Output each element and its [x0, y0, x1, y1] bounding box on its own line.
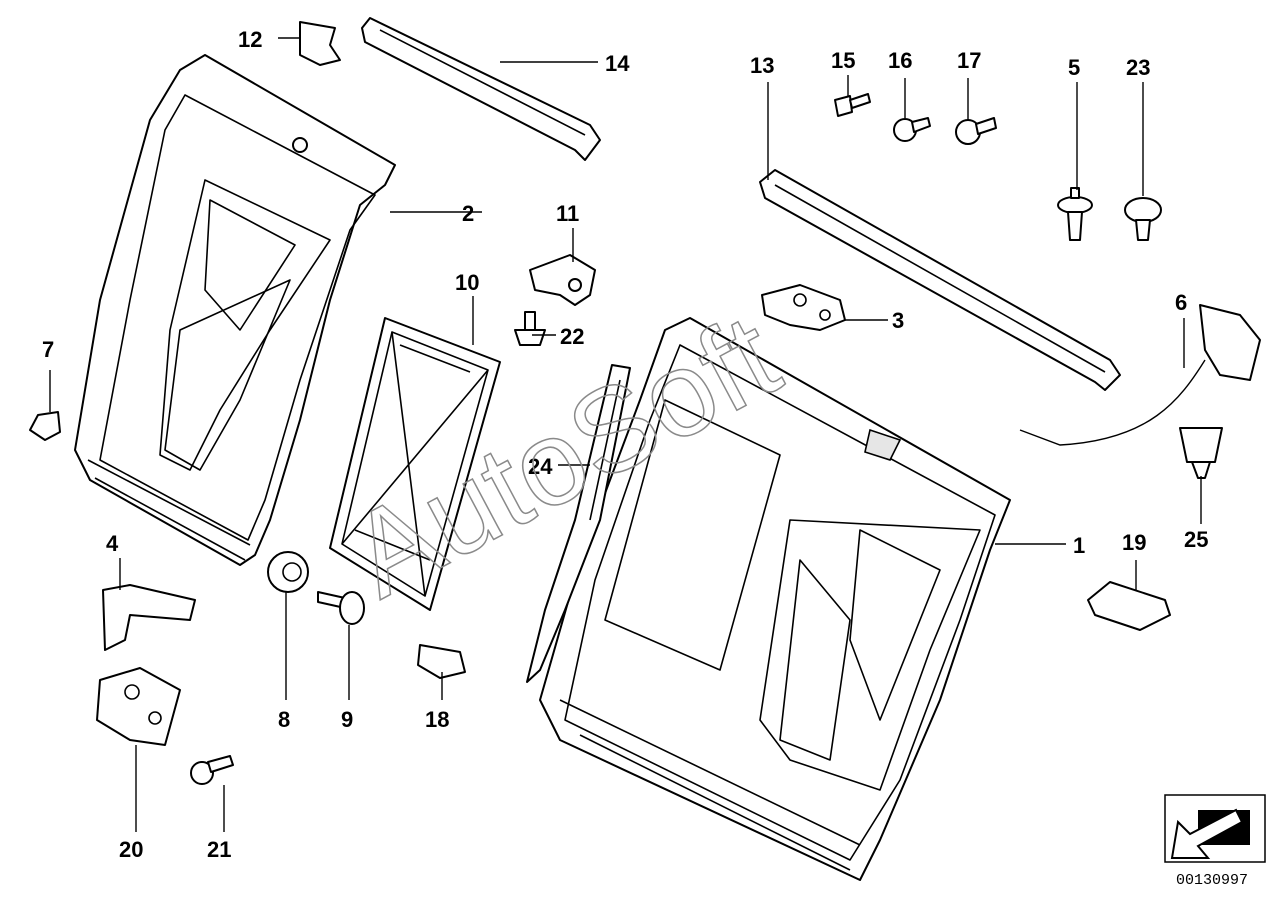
callout-3: 3 [892, 308, 904, 333]
callout-21: 21 [207, 837, 231, 862]
part-15-bolt [834, 93, 871, 117]
part-11-hinge-bracket [529, 254, 596, 306]
part-1-right-backrest-frame [539, 317, 1011, 881]
part-25-clip [1179, 427, 1223, 479]
callout-17: 17 [957, 48, 981, 73]
part-17-bolt [955, 117, 997, 145]
callout-13: 13 [750, 53, 774, 78]
part-3-lock [761, 284, 846, 331]
callout-6: 6 [1175, 290, 1187, 315]
callout-20: 20 [119, 837, 143, 862]
part-22-screw [514, 311, 546, 346]
callout-19: 19 [1122, 530, 1146, 555]
callout-10: 10 [455, 270, 479, 295]
arrow-badge-icon [1164, 794, 1266, 863]
callout-9: 9 [341, 707, 353, 732]
callout-15: 15 [831, 48, 855, 73]
part-19-clip [1087, 581, 1171, 631]
callout-8: 8 [278, 707, 290, 732]
part-9-bolt [317, 591, 365, 625]
callout-5: 5 [1068, 55, 1080, 80]
part-20-hinge-plate [96, 667, 181, 746]
part-14-rail [361, 17, 601, 161]
part-7-cap [29, 411, 61, 441]
callout-25: 25 [1184, 527, 1208, 552]
callout-18: 18 [425, 707, 449, 732]
part-16-bolt [893, 117, 931, 142]
callout-7: 7 [42, 337, 54, 362]
leader-lines [49, 37, 1202, 832]
callout-22: 22 [560, 324, 584, 349]
part-10-frame-panel [329, 317, 501, 611]
part-24-trim-strip [526, 364, 631, 683]
callout-1: 1 [1073, 533, 1085, 558]
callout-14: 14 [605, 51, 630, 76]
callout-2: 2 [462, 201, 474, 226]
part-23-plug [1124, 197, 1162, 241]
part-5-plug-clip [1057, 187, 1093, 241]
callout-24: 24 [528, 454, 553, 479]
reference-number: 00130997 [1176, 872, 1248, 889]
part-21-bolt [190, 755, 234, 785]
callout-labels: 1 2 3 4 5 6 7 8 9 10 11 12 13 14 15 16 1… [42, 27, 1208, 862]
part-8-bushing [267, 551, 309, 593]
part-12-clip [299, 21, 341, 66]
callout-4: 4 [106, 531, 119, 556]
part-2-left-backrest-frame [74, 54, 396, 566]
callout-12: 12 [238, 27, 262, 52]
callout-23: 23 [1126, 55, 1150, 80]
part-6-release-cable [1019, 304, 1261, 446]
callout-16: 16 [888, 48, 912, 73]
part-4-bracket [102, 584, 196, 651]
part-18-clip [417, 644, 466, 679]
callout-11: 11 [556, 201, 579, 226]
part-13-rail [759, 169, 1121, 391]
